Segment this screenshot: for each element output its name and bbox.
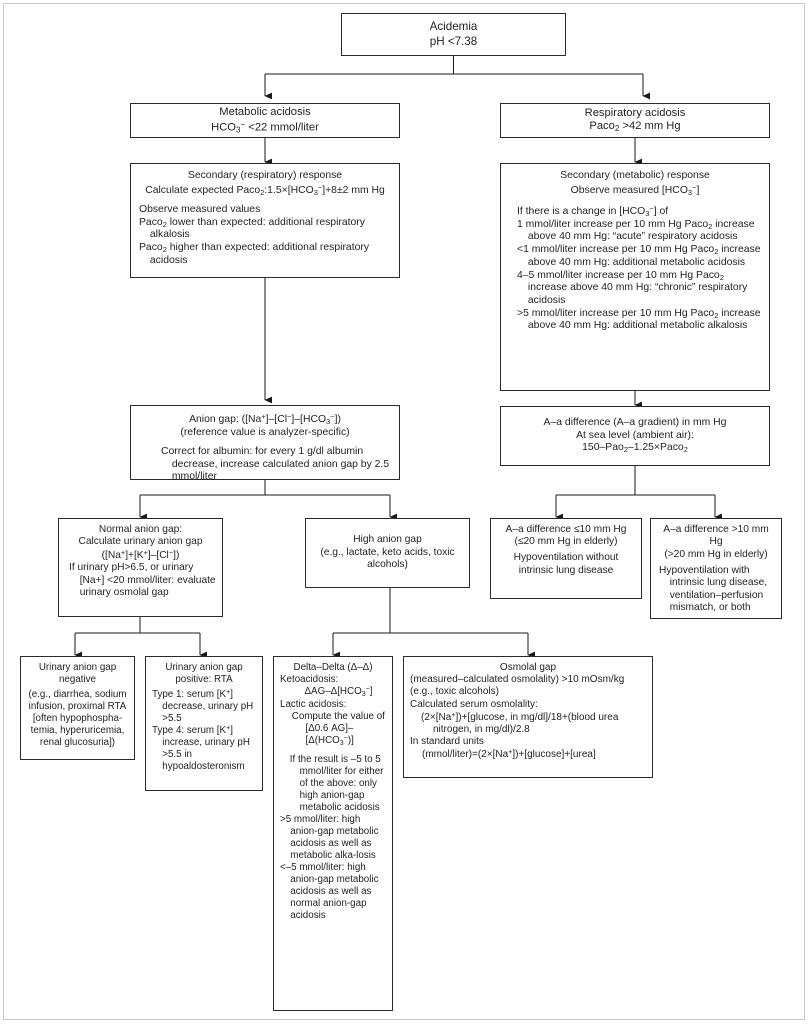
metabolic-acidosis-line-1: Metabolic acidosis [219, 106, 311, 119]
secondary-metabolic-body: If there is a change in [HCO3−] of 1 mmo… [509, 204, 761, 333]
anion-gap-heading-2: (reference value is analyzer-specific) [180, 426, 350, 438]
uag-positive-body-2: Type 4: serum [K+] increase, urinary pH … [152, 725, 253, 772]
secondary-respiratory-heading-2: Calculate expected Paco2:1.5×[HCO3−]+8±2… [145, 182, 385, 197]
a-a-low-heading-1: A–a difference ≤10 mm Hg [505, 524, 627, 535]
secondary-respiratory-body-2: Paco2 lower than expected: additional re… [139, 216, 368, 241]
uag-positive-heading-2: positive: RTA [175, 673, 233, 685]
a-a-high-body: Hypoventilation with intrinsic lung dise… [657, 565, 775, 615]
secondary-metabolic-body-4: 4–5 mmol/liter increase per 10 mm Hg Pac… [517, 269, 751, 306]
a-a-high-body-1: Hypoventilation with intrinsic lung dise… [659, 564, 770, 614]
secondary-metabolic-heading-2: Observe measured [HCO3−] [570, 182, 700, 197]
secondary-metabolic-heading-1: Secondary (metabolic) response [560, 170, 710, 181]
node-normal-anion-gap: Normal anion gap: Calculate urinary anio… [58, 518, 223, 617]
node-a-a-difference: A–a difference (A–a gradient) in mm Hg A… [500, 406, 770, 466]
secondary-respiratory-heading-1: Secondary (respiratory) response [187, 170, 343, 181]
a-a-difference-line-3: 150–Pao2–1.25×Paco2 [582, 442, 688, 455]
osmolal-gap-body-2: (e.g., toxic alcohols) [410, 686, 499, 698]
node-respiratory-acidosis: Respiratory acidosis Paco2 >42 mm Hg [500, 103, 770, 138]
uag-positive-heading-1: Urinary anion gap [165, 662, 243, 673]
uag-positive-body: Type 1: serum [K+] decrease, urinary pH … [152, 689, 256, 773]
uag-negative-heading-2: negative [58, 673, 97, 685]
metabolic-acidosis-line-2: HCO3− <22 mmol/liter [211, 119, 319, 135]
secondary-respiratory-body-3: Paco2 higher than expected: additional r… [139, 242, 372, 266]
secondary-metabolic-body-1: If there is a change in [HCO3−] of [517, 203, 669, 218]
osmolal-gap-body-6: (mmol/liter)=(2×[Na+])+[glucose]+[urea] [422, 747, 596, 761]
secondary-metabolic-body-5: >5 mmol/liter increase per 10 mm Hg Paco… [517, 307, 764, 332]
delta-delta-title: Delta–Delta (Δ–Δ) [293, 662, 373, 673]
a-a-difference-line-2: At sea level (ambient air): [576, 429, 694, 441]
normal-anion-gap-heading-1: Normal anion gap: [98, 524, 183, 535]
anion-gap-heading-1: Anion gap: ([Na+]–[Cl−]–[HCO3−]) [189, 412, 341, 426]
high-anion-gap-line-1: High anion gap [353, 534, 422, 546]
respiratory-acidosis-line-2: Paco2 >42 mm Hg [589, 120, 681, 134]
osmolal-gap-body: (measured–calculated osmolality) >10 mOs… [410, 674, 646, 761]
normal-anion-gap-heading-2: Calculate urinary anion gap [78, 536, 203, 548]
uag-negative-heading-1: Urinary anion gap [38, 662, 117, 673]
osmolal-gap-body-5: In standard units [410, 736, 484, 748]
secondary-respiratory-body-1: Observe measured values [139, 203, 261, 215]
uag-negative-body-1: (e.g., diarrhea, sodium infusion, proxim… [28, 688, 130, 748]
osmolal-gap-body-4: (2×[Na+])+[glucose, in mg/dl]/18+(blood … [421, 709, 622, 735]
anion-gap-body-1: Correct for albumin: for every 1 g/dl al… [161, 445, 392, 480]
node-anion-gap: Anion gap: ([Na+]–[Cl−]–[HCO3−]) (refere… [130, 405, 400, 480]
a-a-difference-line-1: A–a difference (A–a gradient) in mm Hg [543, 416, 727, 428]
acidemia-line-2: pH <7.38 [429, 34, 478, 48]
normal-anion-gap-heading-3: ([Na+]+[K+]–[Cl−]) [101, 547, 180, 561]
uag-positive-body-1: Type 1: serum [K+] decrease, urinary pH … [152, 689, 256, 725]
node-acidemia: Acidemia pH <7.38 [341, 13, 566, 56]
node-urinary-anion-gap-negative: Urinary anion gap negative (e.g., diarrh… [20, 656, 135, 760]
node-high-anion-gap: High anion gap (e.g., lactate, keto acid… [305, 518, 470, 588]
respiratory-acidosis-line-1: Respiratory acidosis [584, 106, 686, 119]
node-delta-delta: Delta–Delta (Δ–Δ) Ketoacidosis: ΔAG–Δ[HC… [273, 656, 393, 1011]
osmolal-gap-title: Osmolal gap [499, 662, 557, 673]
a-a-low-heading-2: (≤20 mm Hg in elderly) [514, 536, 618, 548]
node-secondary-metabolic-response: Secondary (metabolic) response Observe m… [500, 163, 770, 391]
osmolal-gap-body-1: (measured–calculated osmolality) >10 mOs… [410, 674, 625, 686]
delta-delta-body: Ketoacidosis: ΔAG–Δ[HCO3−] Lactic acidos… [280, 674, 386, 922]
a-a-high-heading-2: (>20 mm Hg in elderly) [664, 548, 768, 560]
acidemia-line-1: Acidemia [429, 20, 478, 34]
node-urinary-anion-gap-positive: Urinary anion gap positive: RTA Type 1: … [145, 656, 263, 791]
normal-anion-gap-body-1: If urinary pH>6.5, or urinary [Na+] <20 … [69, 562, 219, 599]
delta-delta-body-2: ΔAG–Δ[HCO3−] [304, 685, 373, 698]
secondary-metabolic-body-3: <1 mmol/liter increase per 10 mm Hg Paco… [517, 244, 764, 268]
anion-gap-body: Correct for albumin: for every 1 g/dl al… [139, 445, 392, 480]
node-osmolal-gap: Osmolal gap (measured–calculated osmolal… [403, 656, 653, 778]
delta-delta-body-1: Ketoacidosis: [280, 673, 339, 685]
delta-delta-body-4: Compute the value of [Δ0.6 AG]–[Δ(HCO3−)… [291, 711, 388, 747]
page-border [3, 3, 805, 1020]
normal-anion-gap-body: If urinary pH>6.5, or urinary [Na+] <20 … [65, 562, 216, 599]
delta-delta-body-3: Lactic acidosis: [280, 699, 347, 711]
node-a-a-difference-high: A–a difference >10 mm Hg (>20 mm Hg in e… [650, 518, 782, 619]
a-a-high-heading-1: A–a difference >10 mm Hg [663, 524, 772, 548]
delta-delta-body2-3: <–5 mmol/liter: high anion-gap metabolic… [280, 861, 382, 921]
node-metabolic-acidosis: Metabolic acidosis HCO3− <22 mmol/liter [130, 103, 400, 138]
node-secondary-respiratory-response: Secondary (respiratory) response Calcula… [130, 163, 400, 278]
high-anion-gap-line-2: (e.g., lactate, keto acids, toxic alcoho… [320, 546, 458, 571]
node-a-a-difference-low: A–a difference ≤10 mm Hg (≤20 mm Hg in e… [490, 518, 642, 599]
delta-delta-body2-2: >5 mmol/liter: high anion-gap metabolic … [280, 814, 382, 861]
secondary-respiratory-body: Observe measured values Paco2 lower than… [139, 204, 391, 267]
osmolal-gap-body-3: Calculated serum osmolality: [410, 698, 538, 710]
delta-delta-body2-1: If the result is –5 to 5 mmol/liter for … [289, 754, 387, 814]
secondary-metabolic-body-2: 1 mmol/liter increase per 10 mm Hg Paco2… [517, 218, 758, 243]
a-a-low-body-1: Hypoventilation without intrinsic lung d… [513, 552, 622, 576]
